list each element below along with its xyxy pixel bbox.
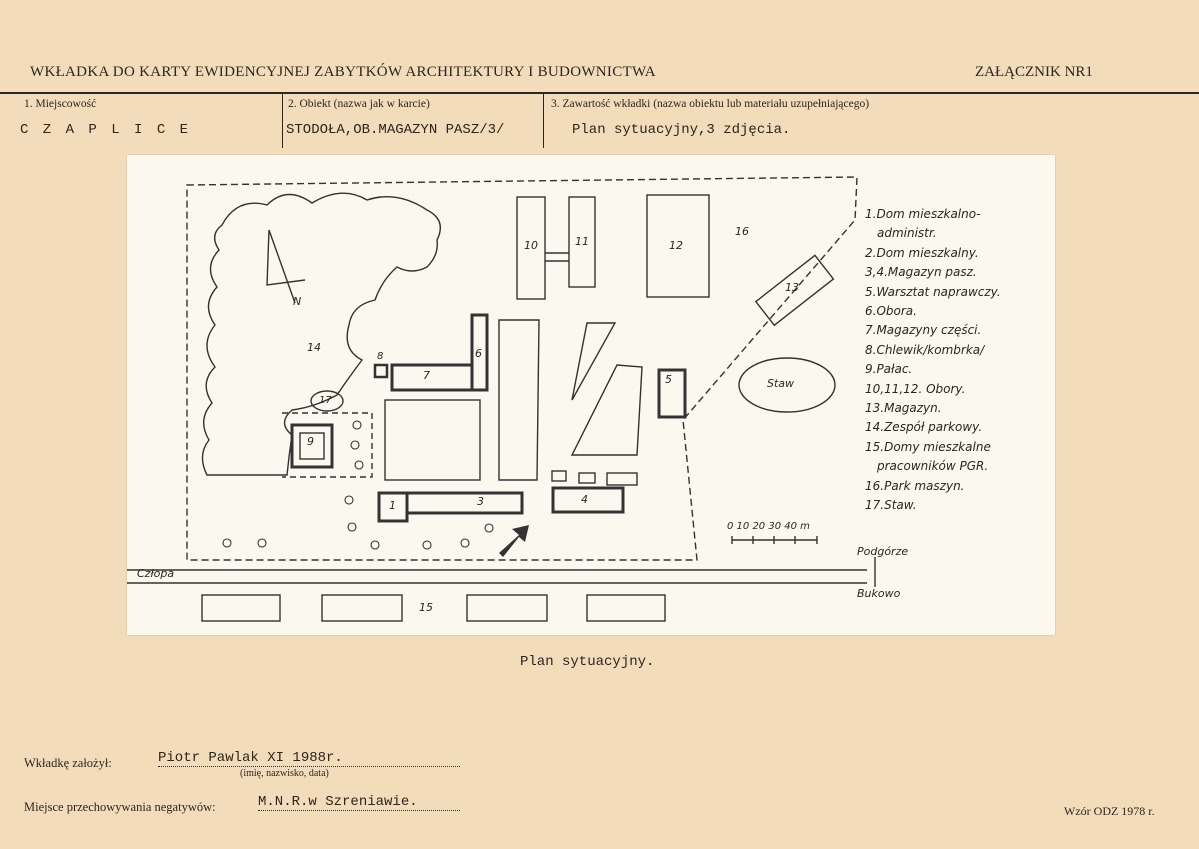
- label-6: 6: [475, 347, 482, 360]
- label-17: 17: [319, 395, 332, 406]
- scale-label: 0 10 20 30 40 m: [727, 521, 810, 532]
- house-15a: [201, 594, 281, 622]
- north-arrow: [266, 229, 306, 304]
- locality-value: C Z A P L I C E: [20, 122, 192, 138]
- legend-item: 6.Obora.: [865, 304, 917, 319]
- palace-9: [290, 423, 334, 469]
- connector-10-11: [545, 252, 569, 262]
- label-9: 9: [307, 435, 314, 448]
- legend-item: administr.: [877, 226, 937, 241]
- author-label: Wkładkę założył:: [24, 756, 112, 770]
- north-label: N: [293, 295, 302, 308]
- yard-b: [571, 322, 617, 401]
- label-podgorze: Podgórze: [857, 545, 909, 558]
- legend-item: 10,11,12. Obory.: [865, 381, 966, 396]
- building-10: [516, 196, 546, 300]
- pond: [738, 357, 836, 413]
- building-5: [657, 368, 687, 419]
- site-plan-card: 10 11 12 13 14 16 6 7 8 5 9 17 1 3 4 15 …: [127, 155, 1055, 635]
- label-3: 3: [477, 495, 484, 508]
- negatives-value: M.N.R.w Szreniawie.: [258, 794, 460, 811]
- pond-17: [310, 390, 344, 412]
- building-12: [646, 194, 710, 298]
- legend-item: pracowników PGR.: [877, 459, 989, 474]
- legend-item: 9.Pałac.: [865, 362, 913, 377]
- legend-item: 13.Magazyn.: [865, 401, 942, 416]
- annex-number: ZAŁĄCZNIK NR1: [975, 64, 1093, 80]
- label-7: 7: [423, 369, 430, 382]
- object-label: 2. Obiekt (nazwa jak w karcie): [288, 98, 430, 110]
- label-13: 13: [785, 281, 799, 294]
- field-divider-2: [543, 93, 544, 148]
- field-divider-1: [282, 93, 283, 148]
- map-legend: 1.Dom mieszkalno- administr. 2.Dom miesz…: [865, 205, 1001, 516]
- building-13: [754, 254, 835, 327]
- building-7: [390, 363, 474, 392]
- yard-a: [498, 319, 540, 481]
- road: [127, 569, 867, 584]
- building-3: [405, 491, 524, 515]
- author-hint: (imię, nazwisko, data): [240, 768, 329, 779]
- contents-value: Plan sytuacyjny,3 zdjęcia.: [572, 122, 791, 138]
- entrance-arrow: [499, 525, 529, 557]
- negatives-label: Miejsce przechowywania negatywów:: [24, 800, 216, 814]
- legend-item: 1.Dom mieszkalno-: [865, 207, 981, 221]
- scale-bar: [731, 536, 818, 544]
- house-15c: [466, 594, 548, 622]
- park-outline: [201, 192, 441, 476]
- legend-item: 3,4.Magazyn pasz.: [865, 265, 977, 280]
- building-4: [551, 486, 625, 514]
- house-15b: [321, 594, 403, 622]
- site-plan-drawing: [127, 176, 876, 622]
- label-czlopa: Człopa: [137, 567, 175, 580]
- form-title: WKŁADKA DO KARTY EWIDENCYJNEJ ZABYTKÓW A…: [30, 64, 656, 80]
- legend-item: 17.Staw.: [865, 498, 917, 513]
- yard-c: [570, 364, 643, 456]
- legend-item: 7.Magazyny części.: [865, 323, 982, 338]
- legend-item: 8.Chlewik/kombrka/: [865, 342, 985, 357]
- building-8: [373, 363, 389, 379]
- legend-item: 15.Domy mieszkalne: [865, 439, 991, 454]
- plan-caption: Plan sytuacyjny.: [520, 654, 655, 670]
- label-14: 14: [307, 341, 321, 354]
- house-15d: [586, 594, 666, 622]
- label-4: 4: [581, 493, 588, 506]
- label-11: 11: [575, 235, 589, 248]
- label-1: 1: [389, 499, 396, 512]
- header-rule: [0, 92, 1199, 94]
- label-16: 16: [735, 225, 749, 238]
- legend-item: 2.Dom mieszkalny.: [865, 245, 979, 260]
- legend-item: 5.Warsztat naprawczy.: [865, 284, 1001, 299]
- legend-item: 14.Zespół parkowy.: [865, 420, 983, 435]
- label-12: 12: [669, 239, 683, 252]
- locality-label: 1. Miejscowość: [24, 98, 97, 110]
- building-11: [568, 196, 596, 288]
- label-15: 15: [419, 601, 433, 614]
- trees: [222, 420, 494, 550]
- label-10: 10: [524, 239, 538, 252]
- label-5: 5: [665, 373, 672, 386]
- contents-label: 3. Zawartość wkładki (nazwa obiektu lub …: [551, 98, 870, 110]
- label-bukowo: Bukowo: [857, 587, 901, 600]
- legend-item: 16.Park maszyn.: [865, 478, 965, 493]
- author-value: Piotr Pawlak XI 1988r.: [158, 750, 460, 767]
- form-version: Wzór ODZ 1978 r.: [1064, 804, 1155, 818]
- object-value: STODOŁA,OB.MAGAZYN PASZ/3/: [286, 122, 505, 138]
- inner-square: [384, 399, 481, 481]
- label-8: 8: [377, 351, 384, 362]
- label-staw: Staw: [767, 377, 795, 390]
